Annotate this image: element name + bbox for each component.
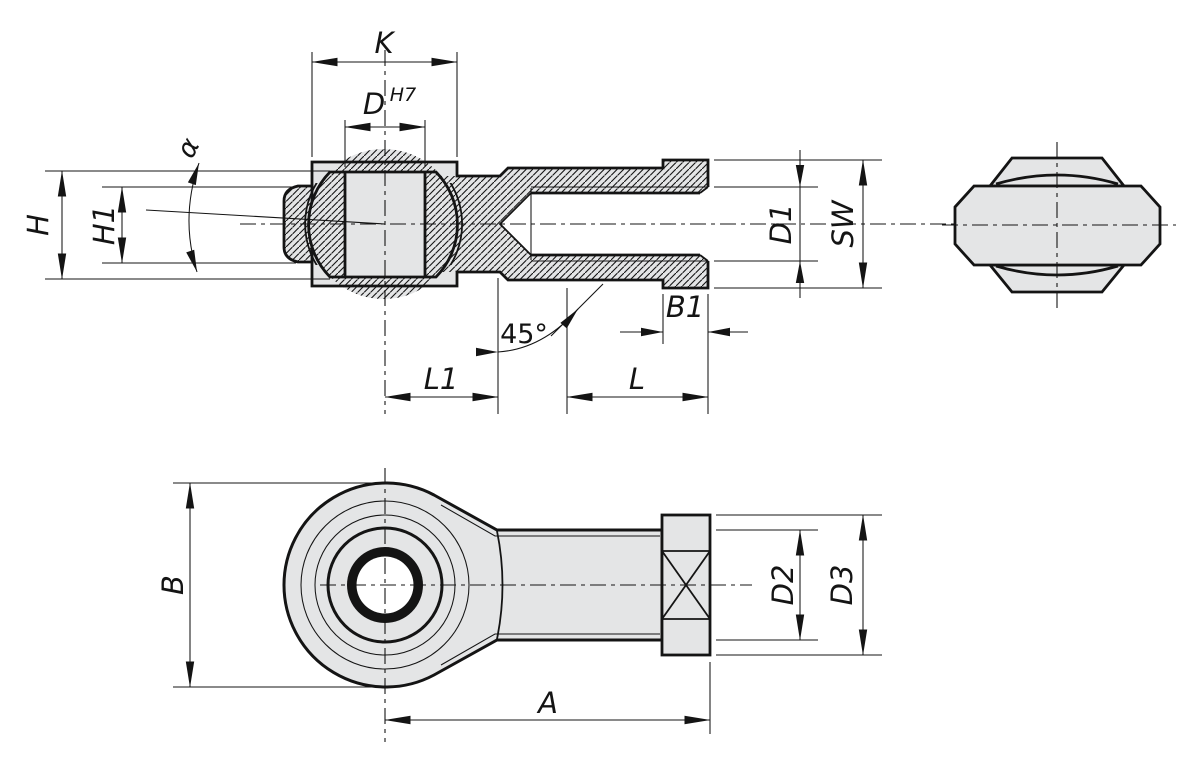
plan-view: [282, 468, 752, 742]
lower-profile: [310, 261, 710, 290]
hole-chamfer-bottom: [699, 254, 709, 262]
section-view: [145, 50, 962, 414]
dim-label-d2: D2: [766, 565, 800, 606]
side-view: [942, 142, 1176, 310]
dim-label-l: L: [629, 362, 645, 396]
ball-outline: [307, 170, 459, 279]
drill-cone: [498, 192, 532, 256]
rim-outline: [282, 184, 314, 264]
shank-inner-edge-bottom: [440, 633, 660, 666]
dim-label-h: H: [21, 214, 55, 236]
dim-label-d3: D3: [825, 565, 859, 606]
dim-label-chamfer-angle: 45°: [500, 319, 548, 350]
dim-label-d-tolerance: H7: [390, 84, 416, 106]
alpha-inclined-line: [145, 209, 386, 225]
dim-label-d: D: [363, 87, 385, 121]
dim-label-a: A: [536, 686, 558, 720]
dim-label-sw: SW: [826, 199, 860, 247]
plan-dimensions: B D2 D3 A: [156, 482, 882, 734]
dim-label-k: K: [374, 26, 395, 60]
hole-chamfer-top: [699, 186, 709, 194]
dim-label-h1: H1: [87, 205, 121, 245]
dim-label-b1: B1: [666, 290, 704, 324]
dim-label-l1: L1: [424, 362, 459, 396]
dim-label-d1: D1: [764, 204, 798, 245]
dim-label-alpha: α: [171, 133, 207, 163]
shank-inner-edge-top: [440, 504, 660, 537]
dim-label-b: B: [156, 575, 190, 595]
